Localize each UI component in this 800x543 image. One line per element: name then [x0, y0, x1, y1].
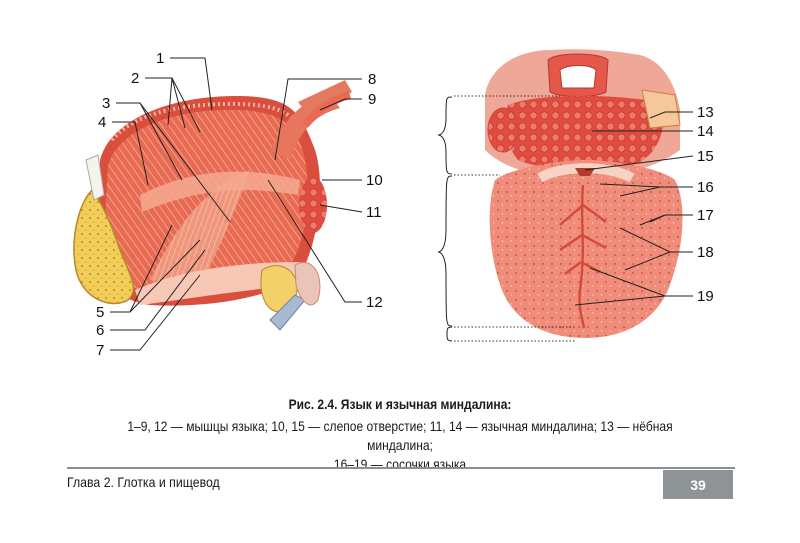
- incisor-tooth: [85, 154, 105, 201]
- mandible-bone: [73, 188, 135, 305]
- label-10: 10: [366, 172, 383, 189]
- label-19: 19: [697, 288, 714, 305]
- dorsal-mucosa: [110, 101, 302, 142]
- tongue-surface: [489, 160, 683, 338]
- figure-caption-body: 1–9, 12 — мышцы языка; 10, 15 — слепое о…: [101, 417, 700, 474]
- styloglossus: [298, 80, 352, 115]
- label-6: 6: [96, 322, 104, 339]
- label-7: 7: [96, 342, 104, 359]
- hyoglossus-band: [140, 171, 300, 212]
- label-15: 15: [697, 148, 714, 165]
- top-view-numbers: 13 14 15 16 17 18 19: [697, 104, 714, 305]
- foramen-cecum: [575, 168, 595, 176]
- median-sulcus: [559, 184, 607, 329]
- label-14: 14: [697, 123, 714, 140]
- top-view-brackets: [437, 95, 575, 342]
- lingual-tonsil-side: [299, 177, 327, 233]
- caption-line-1: 1–9, 12 — мышцы языка; 10, 15 — слепое о…: [127, 418, 673, 453]
- styloglossus-upper: [301, 91, 352, 128]
- top-view-illustration: [485, 49, 683, 338]
- label-2: 2: [131, 70, 139, 87]
- figure-caption-title: Рис. 2.4. Язык и язычная миндалина:: [288, 396, 512, 412]
- top-view-leaders: [574, 111, 694, 306]
- label-13: 13: [697, 104, 714, 121]
- label-3: 3: [102, 95, 110, 112]
- lingual-tonsil-top: [505, 95, 664, 170]
- running-footer-chapter: Глава 2. Глотка и пищевод: [67, 474, 220, 490]
- floor-muscles: [135, 262, 300, 305]
- label-1: 1: [156, 50, 164, 67]
- footer-divider: [67, 467, 735, 469]
- label-17: 17: [697, 207, 714, 224]
- palatine-tonsil-left: [487, 107, 519, 153]
- palatine-tonsil-right: [641, 89, 681, 129]
- label-8: 8: [368, 71, 376, 88]
- glottis-opening: [559, 65, 597, 89]
- tongue-illustration: 1 2 3 4 5 6 7 8 9 10 11 12: [73, 49, 714, 359]
- page-number-badge: 39: [663, 470, 733, 499]
- page-number: 39: [690, 476, 706, 493]
- label-11: 11: [366, 204, 382, 221]
- label-18: 18: [697, 244, 714, 261]
- label-9: 9: [368, 91, 376, 108]
- label-4: 4: [98, 114, 106, 131]
- side-view-numbers: 1 2 3 4 5 6 7 8 9 10 11 12: [96, 50, 383, 359]
- label-5: 5: [96, 304, 104, 321]
- genioglossus-fan: [150, 170, 250, 288]
- caption-line-2: 16–19 — сосочки языка: [333, 456, 467, 472]
- side-view-leaders: [110, 57, 363, 351]
- label-12: 12: [366, 294, 383, 311]
- label-16: 16: [697, 179, 714, 196]
- epiglottis: [294, 262, 321, 306]
- side-view-illustration: [73, 80, 352, 331]
